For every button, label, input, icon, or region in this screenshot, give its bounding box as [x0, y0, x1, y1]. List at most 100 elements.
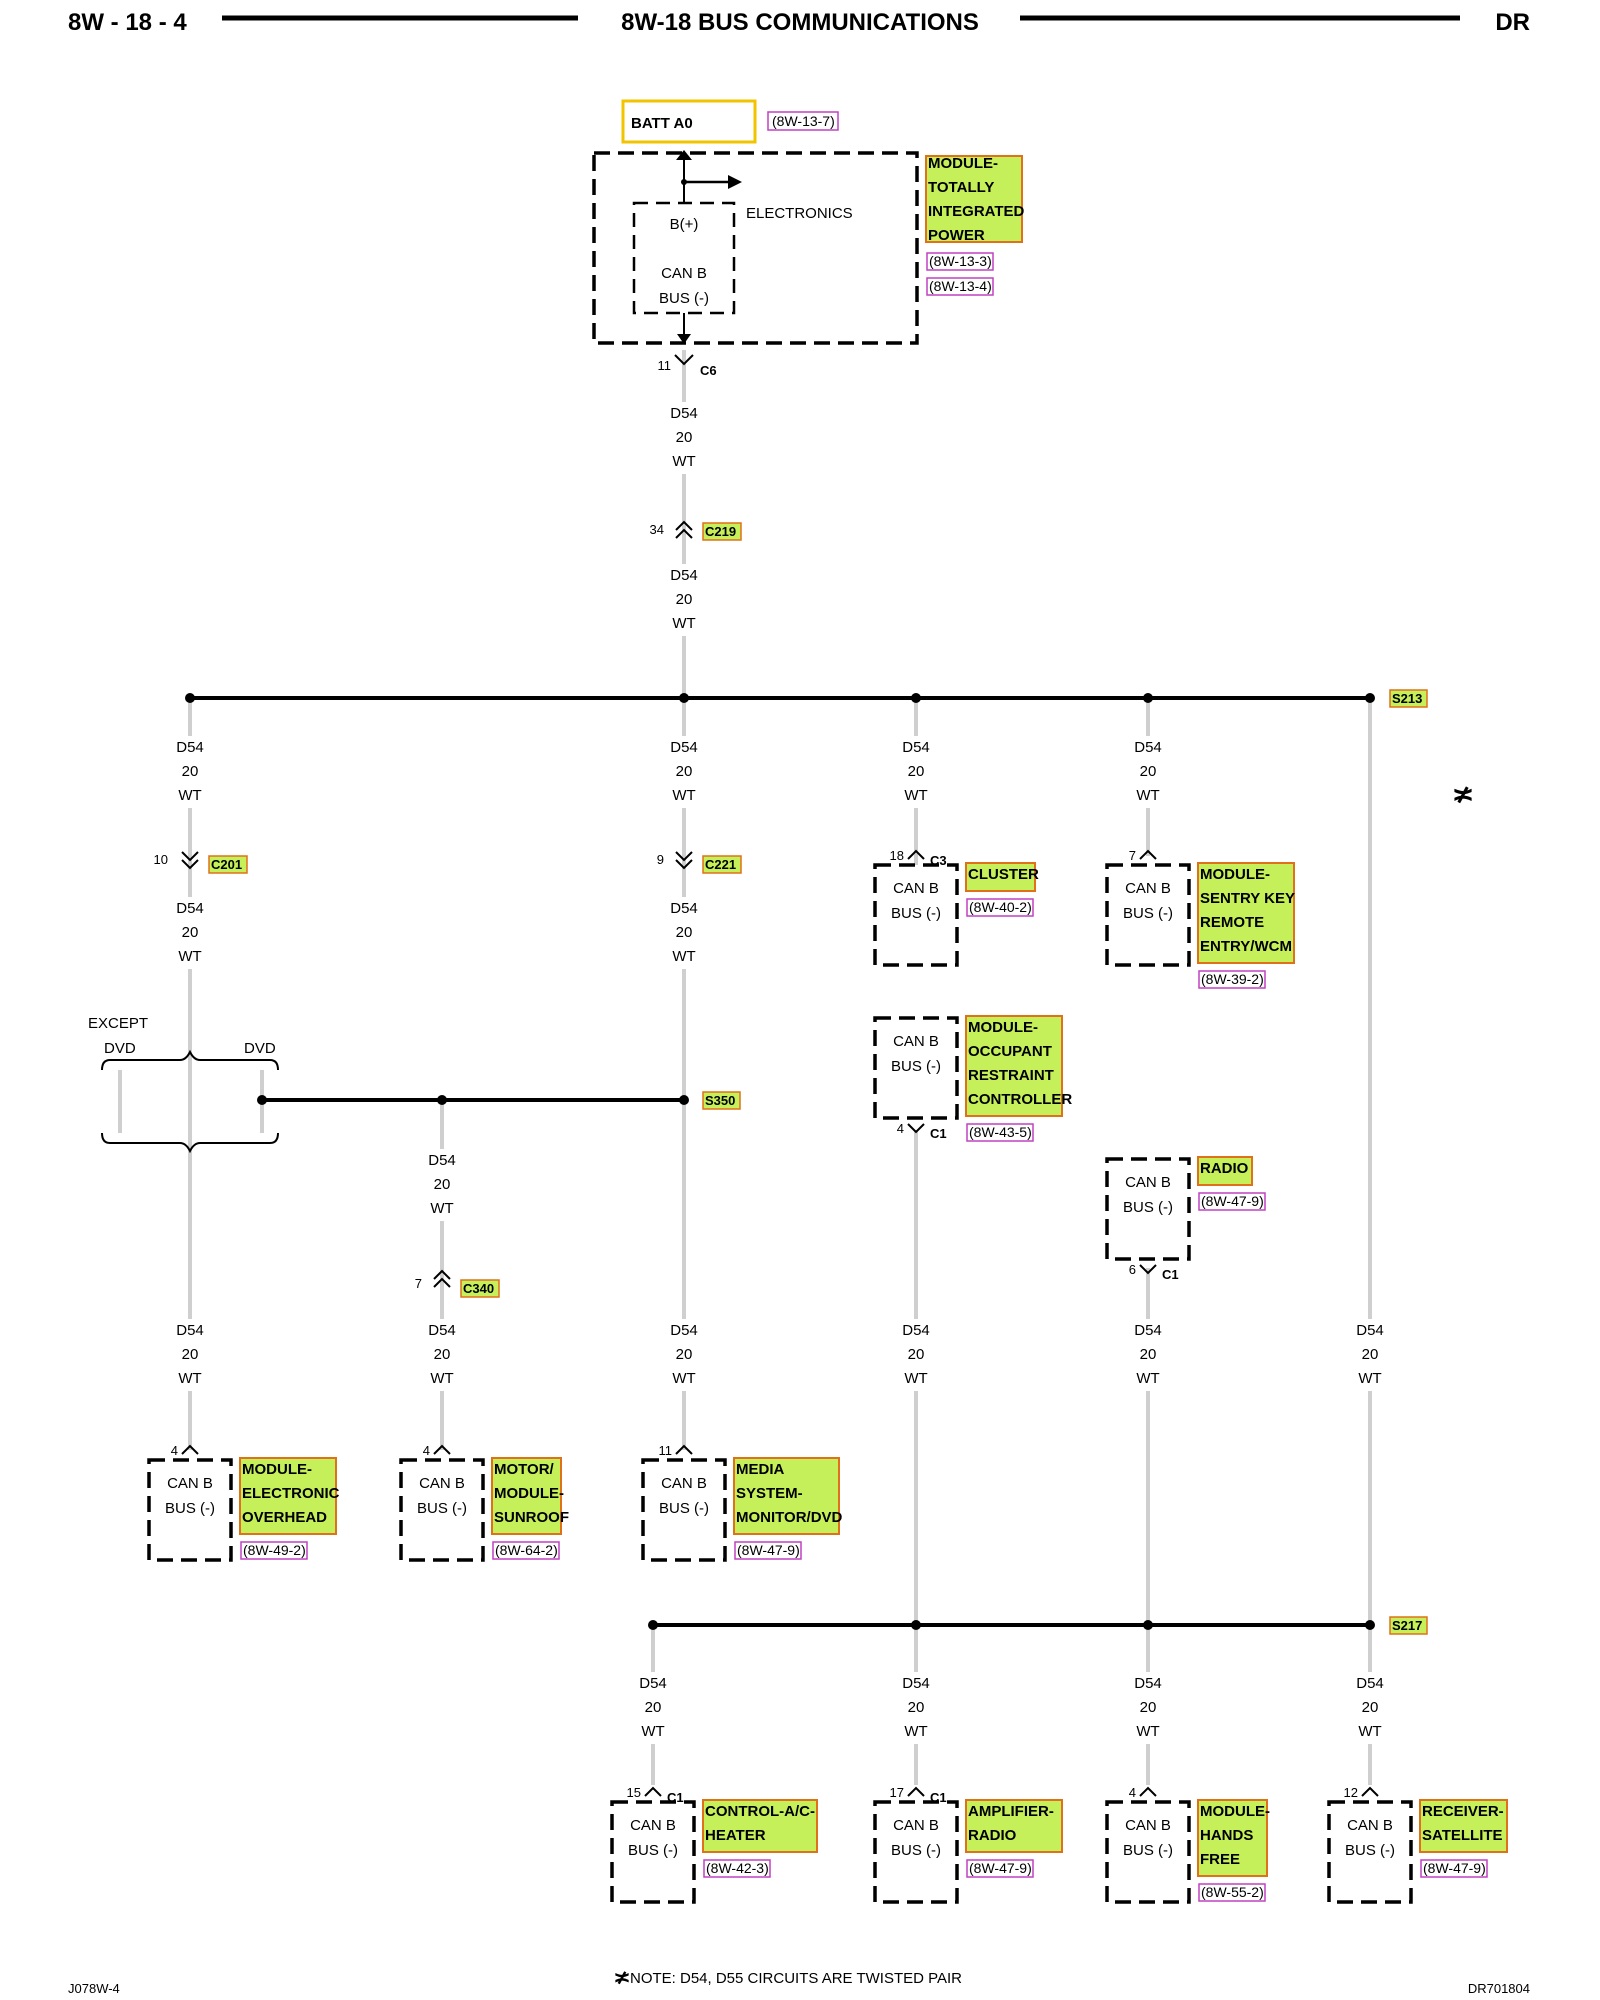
module-outline: [1327, 1800, 1413, 1904]
footer-left-code: J078W-4: [68, 1981, 120, 1996]
can-b-label: CAN B: [893, 1817, 939, 1834]
s350-label: S350: [705, 1093, 735, 1108]
twisted-pair-note-icon: ≭: [614, 1967, 631, 1989]
connector-pin-icon: [907, 849, 925, 860]
module-name-line: MONITOR/DVD: [736, 1509, 843, 1526]
module-name-line: CONTROL-A/C-: [705, 1803, 815, 1820]
can-b-label: CAN B: [630, 1817, 676, 1834]
tipm-name-line-3: INTEGRATED: [928, 203, 1025, 220]
splice-dot: [911, 1620, 921, 1630]
module-name-line: SYSTEM-: [736, 1485, 803, 1502]
module-ref-box: [734, 1541, 802, 1560]
wire-label-bg: [896, 1672, 936, 1744]
wire-circuit: D54: [902, 1675, 930, 1692]
module-outline: [147, 1458, 233, 1562]
wire-color: WT: [178, 1370, 201, 1387]
module-name-line: RADIO: [1200, 1160, 1249, 1177]
c340-label: C340: [463, 1281, 494, 1296]
tipm-ref-box: [926, 277, 994, 296]
wire-color: WT: [904, 1370, 927, 1387]
c221-label-box: [702, 855, 742, 874]
connector-pin-icon: [1139, 849, 1157, 860]
module-outline: [873, 1016, 959, 1120]
wire-color: WT: [1136, 1370, 1159, 1387]
module-name-box: [702, 1799, 818, 1853]
connector-pin-icon: [675, 520, 693, 531]
wire-label-bg: [664, 736, 704, 808]
module-ref: (8W-43-5): [969, 1124, 1032, 1140]
module-name-line: MOTOR/: [494, 1461, 555, 1478]
wire-color: WT: [1136, 787, 1159, 804]
wire-gauge: 20: [182, 1346, 199, 1363]
wire-color: WT: [178, 787, 201, 804]
wire-label-bg: [664, 402, 704, 474]
module-name-line: ENTRY/WCM: [1200, 938, 1292, 955]
module-name-line: FREE: [1200, 1851, 1240, 1868]
wire-color: WT: [1136, 1723, 1159, 1740]
bus-neg-label: BUS (-): [891, 905, 941, 922]
module-name-line: RADIO: [968, 1827, 1017, 1844]
page-header: 8W - 18 - 4 8W-18 BUS COMMUNICATIONS DR: [68, 9, 1530, 36]
pin-number: 15: [627, 1785, 641, 1800]
wire-label-bg: [422, 1149, 462, 1221]
module-name-box: [965, 1015, 1063, 1117]
wire-gauge: 20: [182, 763, 199, 780]
module-ref: (8W-42-3): [706, 1860, 769, 1876]
batt-a0-ref: (8W-13-7): [772, 113, 835, 129]
wire-label-bg: [170, 1319, 210, 1391]
wire-circuit: D54: [1356, 1322, 1384, 1339]
s217-label: S217: [1392, 1618, 1422, 1633]
connector-pin-icon: [181, 851, 199, 862]
connector-pin-icon: [907, 1123, 925, 1134]
bus-lines: [190, 696, 1370, 1627]
wire-label-bg: [422, 1319, 462, 1391]
batt-ref-box: [767, 111, 839, 131]
module-name-box: [965, 862, 1036, 892]
wire-gauge: 20: [434, 1176, 451, 1193]
module-name-line: MODULE-: [968, 1019, 1038, 1036]
bus-neg-label: BUS (-): [891, 1842, 941, 1859]
connector-pin-icon: [181, 1444, 199, 1455]
connector-label: C1: [667, 1790, 684, 1805]
wire-label-bg: [633, 1672, 673, 1744]
wire-labels: D5420WTD5420WTD5420WTD5420WTD5420WTD5420…: [170, 402, 1390, 1744]
can-b-label: CAN B: [167, 1475, 213, 1492]
c6-label: C6: [700, 363, 717, 378]
wire-color: WT: [1358, 1723, 1381, 1740]
tipm-ref-1: (8W-13-3): [929, 253, 992, 269]
wire-color: WT: [430, 1200, 453, 1217]
wire-color: WT: [430, 1370, 453, 1387]
splice-dot: [257, 1095, 267, 1105]
wire-color: WT: [641, 1723, 664, 1740]
module-name-box: [1419, 1799, 1508, 1853]
module-name-box: [1197, 1799, 1268, 1877]
wire-circuit: D54: [176, 1322, 204, 1339]
wire-circuit: D54: [670, 739, 698, 756]
module-outline: [1105, 863, 1191, 967]
c340-label-box: [460, 1279, 500, 1298]
up-arrow-icon: [676, 150, 692, 160]
splice-dot: [648, 1620, 658, 1630]
tipm-name-box: [925, 155, 1023, 243]
wire-label-bg: [664, 1319, 704, 1391]
module-name-line: REMOTE: [1200, 914, 1264, 931]
module-name-line: CLUSTER: [968, 866, 1039, 883]
s217-label-box: [1389, 1616, 1428, 1635]
s350-label-box: [702, 1091, 741, 1110]
s213-label: S213: [1392, 691, 1422, 706]
splice-dot: [437, 1095, 447, 1105]
pin-number: 4: [423, 1443, 430, 1458]
wire-gauge: 20: [676, 763, 693, 780]
module-ref: (8W-49-2): [243, 1542, 306, 1558]
wire-circuit: D54: [670, 1322, 698, 1339]
wire-gauge: 20: [1140, 1699, 1157, 1716]
can-b-label: CAN B: [893, 880, 939, 897]
module-name-box: [491, 1457, 562, 1535]
